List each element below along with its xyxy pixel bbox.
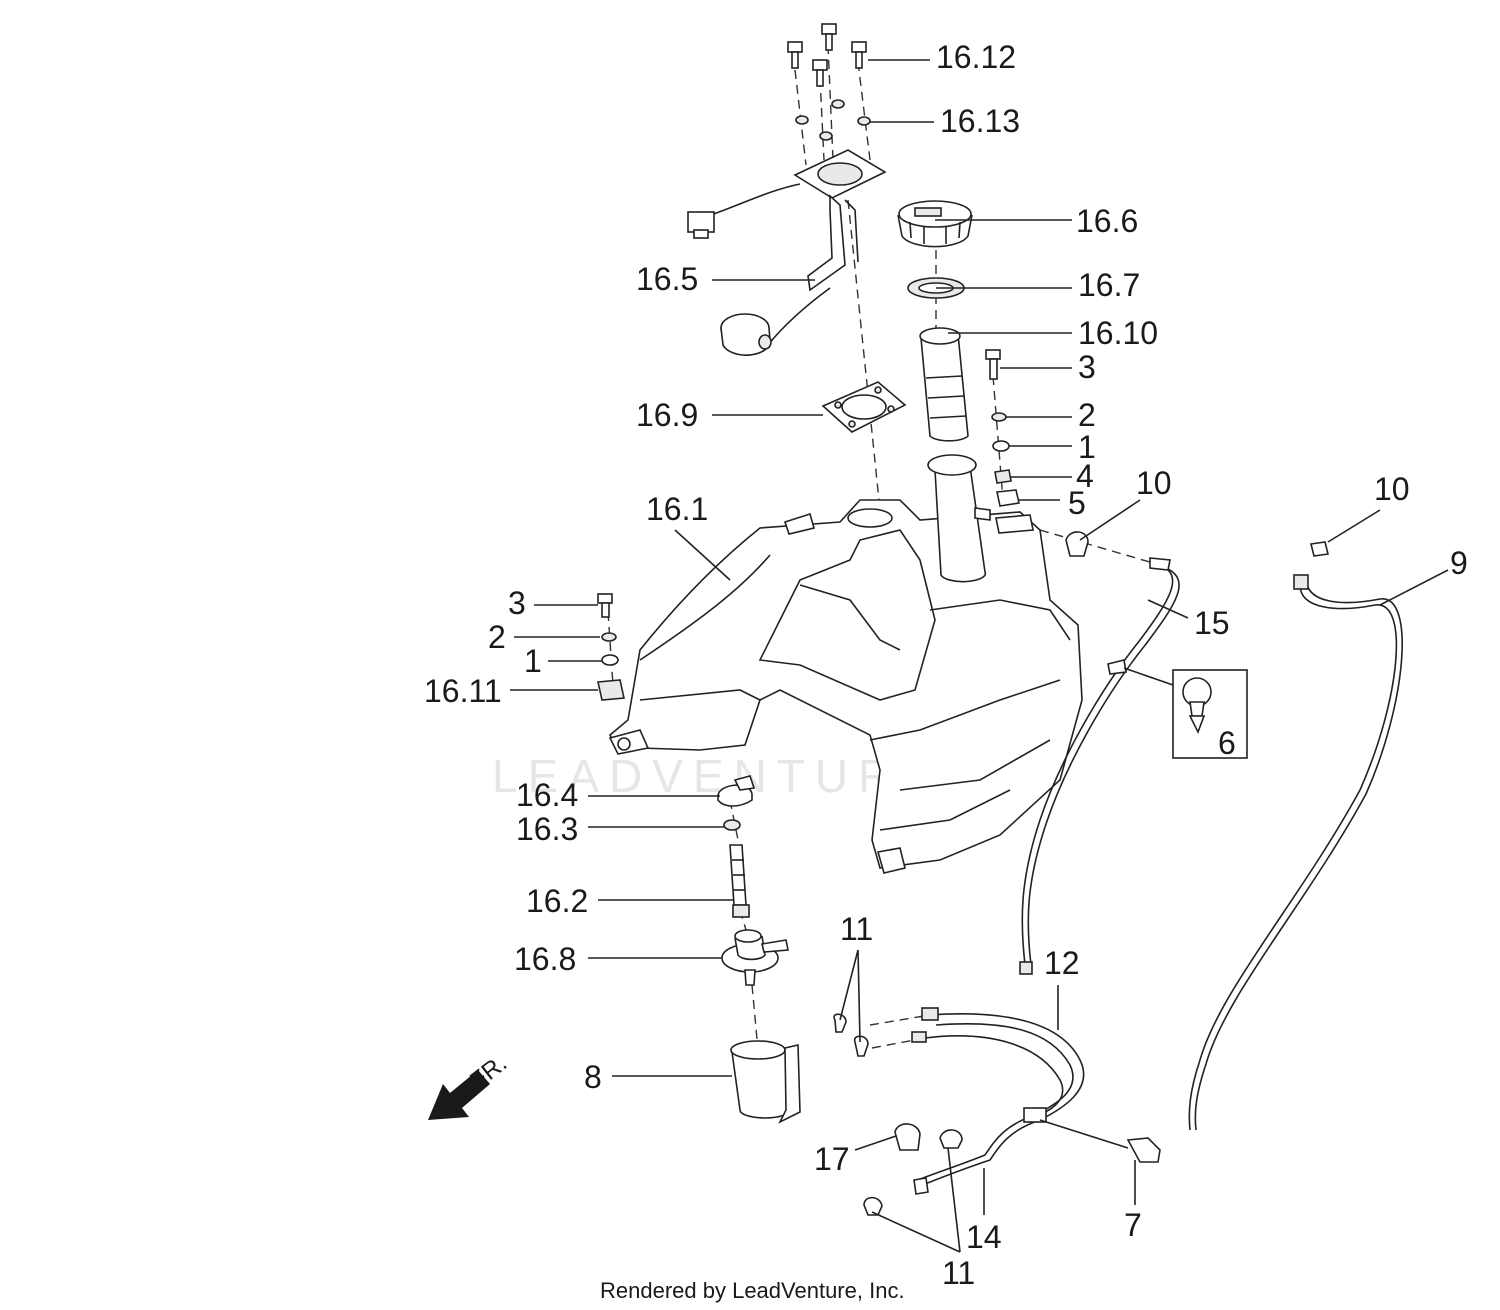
washer-16-13	[795, 99, 871, 141]
clip-6-detail	[1172, 669, 1248, 759]
callout-labels: 16.12 16.13 16.6 16.7 16.10 16.5 16.9 3 …	[424, 39, 1468, 1291]
callout-16-12: 16.12	[936, 39, 1016, 75]
callout-1-right: 1	[1078, 429, 1096, 465]
callout-16-3: 16.3	[516, 811, 578, 847]
footer-credit: Rendered by LeadVenture, Inc.	[600, 1278, 905, 1303]
callout-2-right: 2	[1078, 397, 1096, 433]
hardware-right	[985, 349, 1020, 507]
callout-10-right: 10	[1374, 471, 1410, 507]
fuel-pump-16-8	[721, 929, 789, 986]
front-direction-arrow-icon	[428, 1070, 490, 1120]
fuel-sender-16-5	[687, 149, 887, 356]
callout-11-lower: 11	[942, 1255, 975, 1291]
callout-15: 15	[1194, 605, 1230, 641]
hardware-left	[597, 593, 625, 701]
fuel-filter-assembly	[717, 775, 756, 918]
callout-16-10: 16.10	[1078, 315, 1158, 351]
callout-16-11: 16.11	[424, 673, 502, 709]
callout-16-7: 16.7	[1078, 267, 1140, 303]
callout-16-8: 16.8	[514, 941, 576, 977]
callout-17: 17	[814, 1141, 850, 1177]
callout-2-left: 2	[488, 619, 506, 655]
callout-14: 14	[966, 1219, 1002, 1255]
callout-16-2: 16.2	[526, 883, 588, 919]
callout-1-left: 1	[524, 643, 542, 679]
fuel-tank-16-1	[608, 454, 1083, 874]
callout-8: 8	[584, 1059, 602, 1095]
filler-neck-16-10	[919, 327, 969, 442]
callout-16-4: 16.4	[516, 777, 578, 813]
leader-lines	[510, 59, 1449, 1253]
fuel-cap-16-6	[897, 200, 973, 248]
callout-7: 7	[1124, 1207, 1142, 1243]
callout-10-upper: 10	[1136, 465, 1172, 501]
hose-15	[1019, 557, 1180, 975]
callout-16-6: 16.6	[1076, 203, 1138, 239]
callout-16-9: 16.9	[636, 397, 698, 433]
callout-3-left: 3	[508, 585, 526, 621]
callout-6: 6	[1218, 725, 1236, 761]
bracket-8	[730, 1040, 801, 1124]
callout-16-13: 16.13	[940, 103, 1020, 139]
bolt-16-12	[787, 23, 867, 87]
callout-11-upper: 11	[840, 911, 873, 947]
callout-5: 5	[1068, 485, 1086, 521]
callout-16-1: 16.1	[646, 491, 708, 527]
callout-3-right: 3	[1078, 349, 1096, 385]
gasket-16-9	[821, 381, 907, 433]
callout-16-5: 16.5	[636, 261, 698, 297]
hose-12	[833, 1007, 1161, 1216]
assembly-lines	[607, 44, 1161, 1051]
clamp-10	[1065, 531, 1089, 557]
callout-12: 12	[1044, 945, 1080, 981]
callout-4: 4	[1076, 458, 1094, 494]
watermark-text: LEADVENTURE	[492, 750, 942, 802]
hose-9	[1188, 541, 1403, 1131]
callout-9: 9	[1450, 545, 1468, 581]
